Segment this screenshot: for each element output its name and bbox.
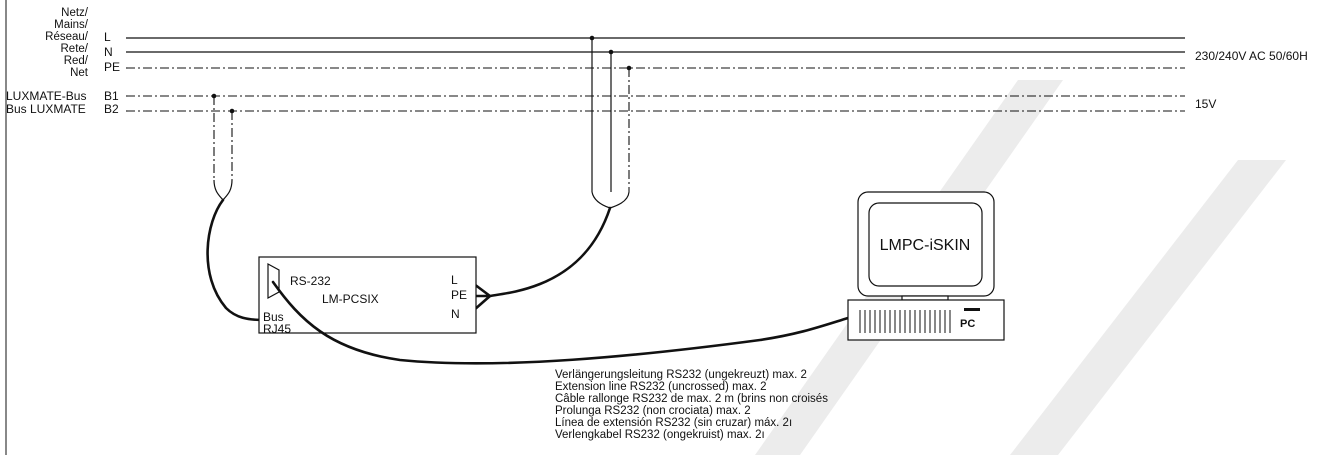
- pc-computer: LMPC-iSKIN PC: [847, 191, 1005, 341]
- bus-conductor-b1: B1: [104, 89, 119, 103]
- mains-label-en: Mains/: [54, 19, 89, 31]
- conductor-label-pe: PE: [104, 60, 120, 74]
- conductor-label-n: N: [104, 45, 113, 59]
- bus-port-label: Bus: [263, 310, 284, 324]
- bus-drop-merge: [213, 179, 233, 201]
- cable-note-it: Prolunga RS232 (non crociata) max. 2: [555, 405, 751, 417]
- mains-drop-merge: [591, 191, 630, 209]
- device-name: LM-PCSIX: [322, 292, 379, 306]
- lm-pcsix-box: [258, 256, 477, 334]
- rs232-extension-cable: [271, 280, 850, 365]
- cable-note-en: Extension line RS232 (uncrossed) max. 2: [555, 381, 767, 393]
- pc-base-unit: [847, 299, 1005, 341]
- monitor-screen: [868, 202, 983, 287]
- bus-conductor-b2: B2: [104, 102, 119, 116]
- terminal-label-pe: PE: [451, 288, 467, 302]
- mains-label-de: Netz/: [61, 7, 89, 19]
- mains-label-it: Rete/: [61, 43, 89, 55]
- watermark: [755, 80, 1286, 455]
- mains-label-group: Netz/ Mains/ Réseau/ Rete/ Red/ Net: [45, 7, 89, 79]
- cable-note-de: Verlängerungsleitung RS232 (ungekreuzt) …: [555, 369, 807, 381]
- cable-notes: Verlängerungsleitung RS232 (ungekreuzt) …: [555, 369, 828, 441]
- mains-cable-fan: [472, 282, 492, 312]
- terminal-label-l: L: [451, 273, 458, 287]
- mains-cable-to-device: [488, 206, 612, 298]
- conductor-label-l: L: [104, 30, 111, 44]
- bus-label-fr: Bus LUXMATE: [6, 102, 86, 116]
- mains-label-fr: Réseau/: [45, 31, 89, 43]
- bus-label-de: LUXMATE-Bus: [6, 89, 86, 103]
- pc-drive-slot: [964, 308, 980, 311]
- cable-note-nl: Verlengkabel RS232 (ongekruist) max. 2ı: [555, 429, 765, 441]
- bus-cable-to-rj45: [206, 198, 266, 322]
- pc-badge: PC: [960, 318, 975, 330]
- lm-pcsix-device: RS-232 LM-PCSIX Bus RJ45 L PE N: [258, 256, 477, 336]
- bus-voltage-label: 15V: [1195, 97, 1216, 111]
- mains-label-nl: Net: [70, 67, 89, 79]
- terminal-label-n: N: [451, 307, 460, 321]
- cable-note-fr: Câble rallonge RS232 de max. 2 m (brins …: [555, 393, 828, 405]
- screen-label: LMPC-iSKIN: [880, 237, 971, 254]
- rs232-label: RS-232: [290, 274, 331, 288]
- rj45-port-label: RJ45: [263, 322, 291, 336]
- mains-drop: [472, 35, 632, 312]
- monitor-stand: [901, 295, 949, 301]
- mains-label-es: Red/: [64, 55, 89, 67]
- pc-vent-slots: [859, 310, 951, 333]
- mains-voltage-label: 230/240V AC 50/60H: [1195, 49, 1308, 63]
- bus-drop: [206, 93, 266, 322]
- cable-note-es: Línea de extensión RS232 (sin cruzar) má…: [555, 417, 792, 429]
